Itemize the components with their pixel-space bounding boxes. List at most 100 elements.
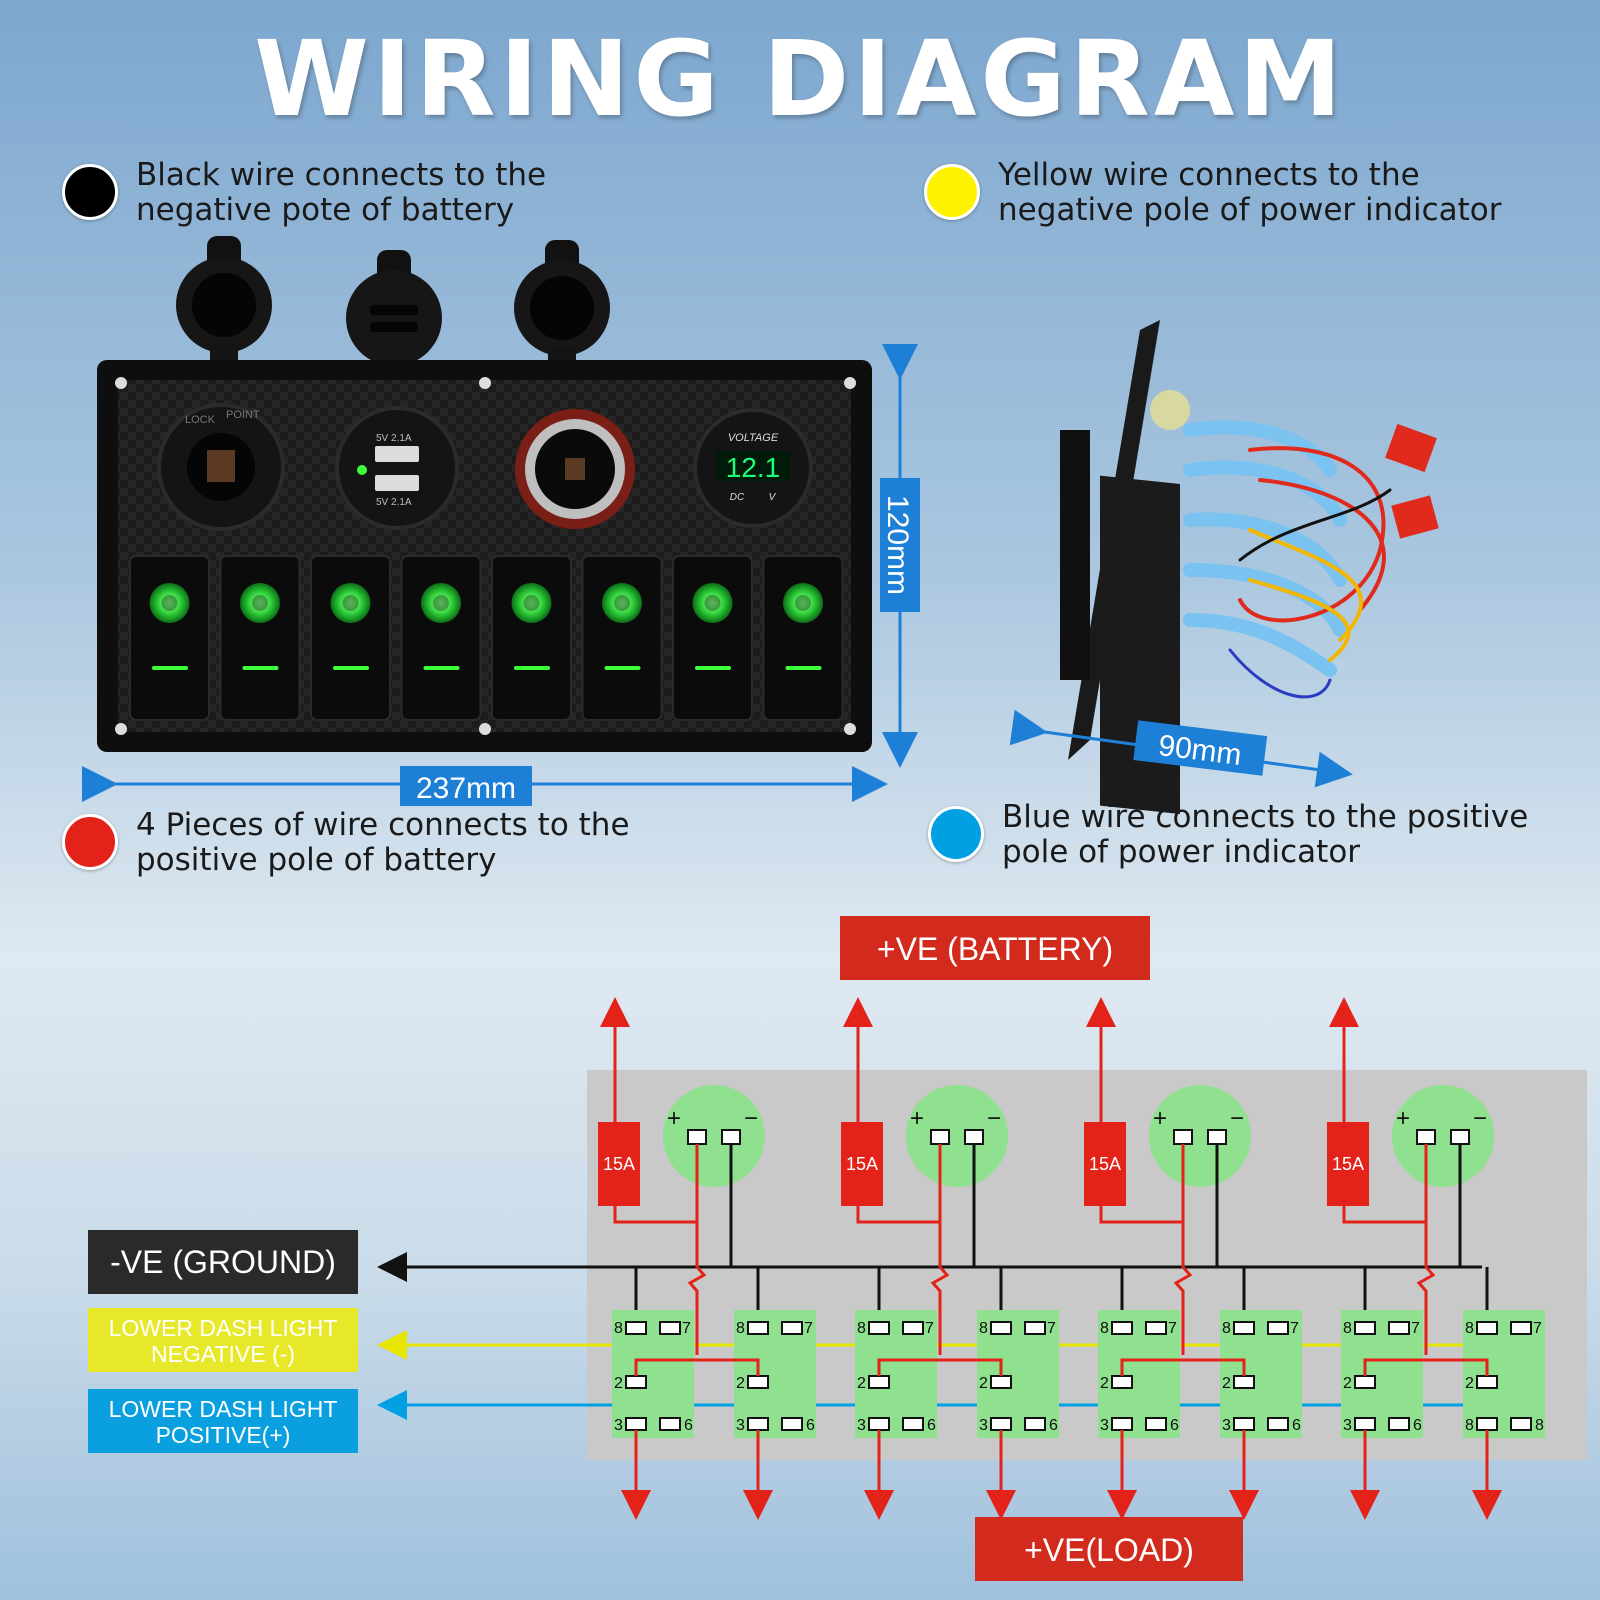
pin-label: 6 [1292,1417,1301,1434]
fuse [1084,1122,1126,1206]
usb-label-top: 5V 2.1A [376,433,412,444]
pin-label: 7 [925,1320,934,1337]
pin-label: 7 [1290,1320,1299,1337]
fuse-label: 15A [846,1154,878,1174]
rocker-switch[interactable] [762,555,844,721]
power-indicator-icon [1149,1085,1251,1187]
power-socket [515,409,635,529]
fuse-label: 15A [603,1154,635,1174]
voltmeter-reading: 12.1 [726,452,781,483]
legend-blue: Blue wire connects to the positive pole … [928,800,1528,870]
load-label: +VE(LOAD) [1024,1532,1194,1568]
fuse [598,1122,640,1206]
battery-label: +VE (BATTERY) [877,931,1113,967]
rocker-switch[interactable] [672,555,753,721]
pin-label: 8 [1535,1417,1544,1434]
rocker-switch[interactable] [310,555,391,721]
pin-label: 3 [1222,1417,1231,1434]
legend-yellow-line1: Yellow wire connects to the [998,157,1420,193]
rocker-switch[interactable] [581,555,663,721]
pin-label: 7 [1168,1320,1177,1337]
fuse-label: 15A [1089,1154,1121,1174]
indicator-minus: − [987,1105,1001,1132]
switch-panel: LOCK POINT 5V 2.1A 5V 2.1A VOLTAGE 12.1 … [97,236,872,752]
black-dot-icon [62,164,118,220]
pin-label: 6 [927,1417,936,1434]
pin-label: 3 [857,1417,866,1434]
indicator-plus: + [910,1105,924,1132]
pin-label: 2 [614,1375,623,1392]
rocker-switch[interactable] [400,555,482,721]
socket-cap-1 [176,236,272,405]
power-indicator-icon [906,1085,1008,1187]
yellow-dot-icon [924,164,980,220]
pin-label: 8 [1465,1417,1474,1434]
rocker-switch[interactable] [219,555,301,721]
dash-neg-line2: NEGATIVE (-) [151,1341,295,1367]
pin-label: 6 [1413,1417,1422,1434]
pin-label: 3 [614,1417,623,1434]
indicator-minus: − [1230,1105,1244,1132]
voltmeter-v: V [769,492,777,503]
pin-label: 6 [684,1417,693,1434]
red-dot-icon [62,814,118,870]
fuse [1327,1122,1369,1206]
fuse [841,1122,883,1206]
pin-label: 3 [736,1417,745,1434]
pin-label: 7 [1533,1320,1542,1337]
indicator-plus: + [667,1105,681,1132]
legend-red-line1: 4 Pieces of wire connects to the [136,807,630,843]
pin-label: 6 [806,1417,815,1434]
pin-label: 3 [979,1417,988,1434]
pin-label: 8 [1343,1320,1352,1337]
height-label: 120mm [881,495,914,595]
legend-yellow-line2: negative pole of power indicator [998,192,1502,228]
legend-black: Black wire connects to the negative pote… [62,158,546,228]
voltmeter-title: VOLTAGE [728,432,779,444]
voltmeter: VOLTAGE 12.1 DC V [693,408,813,528]
dash-pos-line2: POSITIVE(+) [156,1422,291,1448]
legend-red-line2: positive pole of battery [136,842,497,878]
indicator-minus: − [744,1105,758,1132]
dimension-height: 120mm [880,344,920,768]
pin-label: 6 [1049,1417,1058,1434]
indicator-plus: + [1396,1105,1410,1132]
pin-label: 2 [979,1375,988,1392]
circuit-groups: 15A + − 8 7 2 3 6 8 7 2 3 6 15A + − 8 7 2 3 6 8 7 2 3 6 15A + − 8 7 2 3 6… [598,997,1545,1520]
indicator-plus: + [1153,1105,1167,1132]
cigarette-socket: LOCK POINT [157,403,285,531]
rocker-switch[interactable] [129,555,210,721]
usb-charger: 5V 2.1A 5V 2.1A [335,406,459,530]
width-label: 237mm [416,772,516,805]
dimension-width: 237mm [82,766,888,806]
pin-label: 8 [979,1320,988,1337]
pin-label: 2 [1343,1375,1352,1392]
ground-label-box [88,1230,358,1294]
legend-black-line1: Black wire connects to the [136,157,547,193]
pin-label: 8 [736,1320,745,1337]
rocker-switches [129,555,844,721]
legend-blue-line2: pole of power indicator [1002,834,1361,870]
pin-label: 2 [736,1375,745,1392]
socket-lock-label: LOCK [185,414,216,426]
page-title: WIRING DIAGRAM [254,18,1346,140]
pin-label: 8 [1465,1320,1474,1337]
dash-pos-line1: LOWER DASH LIGHT [109,1396,338,1422]
pin-label: 6 [1170,1417,1179,1434]
usb-label-bottom: 5V 2.1A [376,497,412,508]
rocker-switch[interactable] [491,555,572,721]
pin-label: 7 [1411,1320,1420,1337]
usb-indicator-led [357,465,367,475]
pin-label: 7 [1047,1320,1056,1337]
pin-label: 2 [1100,1375,1109,1392]
